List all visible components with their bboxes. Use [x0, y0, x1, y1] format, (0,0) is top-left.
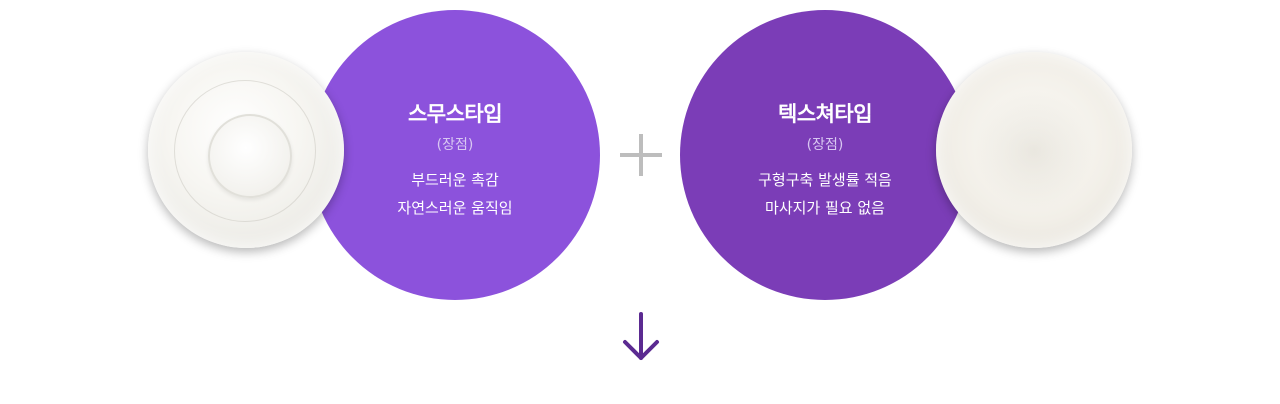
- smooth-type-line-2: 자연스러운 움직임: [397, 199, 513, 217]
- smooth-implant-image: [148, 52, 344, 248]
- texture-type-line-2: 마사지가 필요 없음: [765, 199, 885, 217]
- texture-type-subtitle: (장점): [806, 137, 844, 153]
- smooth-type-subtitle: (장점): [436, 137, 474, 153]
- smooth-type-circle: 스무스타입 (장점) 부드러운 촉감 자연스러운 움직임: [310, 10, 600, 300]
- texture-implant-image: [936, 52, 1132, 248]
- texture-type-description: 구형구축 발생률 적음 마사지가 필요 없음: [758, 166, 892, 222]
- smooth-type-line-1: 부드러운 촉감: [411, 171, 499, 189]
- texture-type-title: 텍스쳐타입: [777, 102, 873, 126]
- smooth-implant-ring: [174, 80, 316, 222]
- texture-implant-surface: [974, 90, 1094, 210]
- smooth-implant-center: [208, 114, 292, 198]
- texture-type-line-1: 구형구축 발생률 적음: [758, 171, 892, 189]
- arrow-down-icon: [623, 312, 659, 360]
- texture-type-circle: 텍스쳐타입 (장점) 구형구축 발생률 적음 마사지가 필요 없음: [680, 10, 970, 300]
- plus-icon: [620, 134, 662, 176]
- smooth-type-description: 부드러운 촉감 자연스러운 움직임: [397, 166, 512, 222]
- smooth-type-title: 스무스타입: [407, 102, 503, 126]
